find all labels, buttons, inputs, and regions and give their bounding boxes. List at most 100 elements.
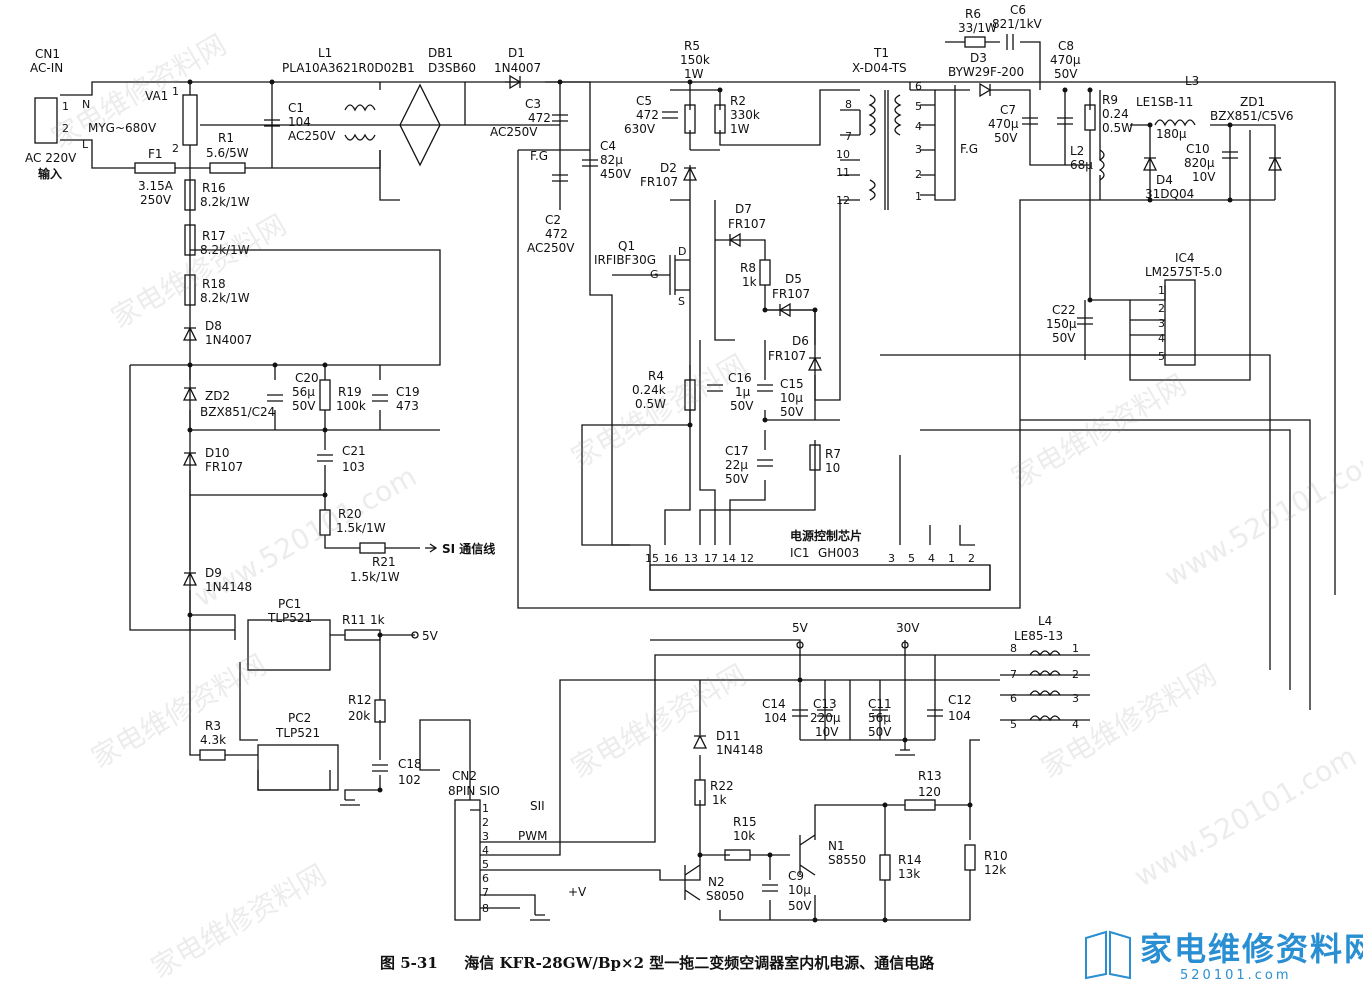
q1-source: S xyxy=(678,295,685,308)
r16-label: R16 xyxy=(202,181,226,195)
ic4-label: IC4 xyxy=(1175,251,1195,265)
r2-resistor xyxy=(714,104,726,134)
ac-input-label: AC 220V xyxy=(25,151,77,165)
pwm-label: PWM xyxy=(518,829,547,843)
r14-label: R14 xyxy=(898,853,922,867)
d11-label: D11 xyxy=(716,729,741,743)
ic1-pin1: 1 xyxy=(948,552,955,565)
n-label: N xyxy=(82,98,90,111)
ic1-pin13: 13 xyxy=(684,552,698,565)
ground-symbols xyxy=(340,749,915,921)
l2-inductor xyxy=(1098,149,1105,181)
c17-value: 22µ xyxy=(725,458,748,472)
c13-label: C13 xyxy=(813,697,837,711)
r20-resistor xyxy=(319,509,331,536)
l4-pin5: 5 xyxy=(1010,718,1017,731)
r7-label: R7 xyxy=(825,447,841,461)
t1-primary xyxy=(868,94,876,201)
t1-pin10: 10 xyxy=(836,148,850,161)
cn2-connector xyxy=(454,799,481,921)
l3-value: LE1SB-11 xyxy=(1136,95,1193,109)
c14-label: C14 xyxy=(762,697,786,711)
c21-capacitor xyxy=(317,454,333,462)
r4-resistor xyxy=(684,379,696,411)
r5-value2: 1W xyxy=(684,67,704,81)
cn2-pin7: 7 xyxy=(482,886,489,899)
v30-terminal xyxy=(901,641,909,649)
r19-resistor xyxy=(319,379,331,411)
l4-label: L4 xyxy=(1038,614,1052,628)
d3-diode xyxy=(979,82,992,98)
c22-value: 150µ xyxy=(1046,317,1077,331)
ic4-pin1: 1 xyxy=(1158,284,1165,297)
d5-diode xyxy=(778,302,791,318)
r20-label: R20 xyxy=(338,507,362,521)
t1-pin5: 5 xyxy=(915,100,922,113)
d5-value: FR107 xyxy=(772,287,810,301)
r8-value: 1k xyxy=(742,275,757,289)
l4-pin4: 4 xyxy=(1072,718,1079,731)
c18-value: 102 xyxy=(398,773,421,787)
n1-transistor xyxy=(799,834,816,876)
ic1-pin5: 5 xyxy=(908,552,915,565)
d10-label: D10 xyxy=(205,446,230,460)
c22-capacitor xyxy=(1077,317,1093,325)
d7-label: D7 xyxy=(735,202,752,216)
ic4-pin5: 5 xyxy=(1158,350,1165,363)
c3-value2: AC250V xyxy=(490,125,538,139)
r14-value: 13k xyxy=(898,867,920,881)
c17-capacitor xyxy=(757,459,773,467)
c14-value: 104 xyxy=(764,711,787,725)
t1-pin7: 7 xyxy=(845,130,852,143)
d9-diode xyxy=(182,571,198,586)
d8-label: D8 xyxy=(205,319,222,333)
t1-pin1: 1 xyxy=(915,190,922,203)
d3-value: BYW29F-200 xyxy=(948,65,1024,79)
q1-label: Q1 xyxy=(618,239,635,253)
d4-label: D4 xyxy=(1156,173,1173,187)
d5-label: D5 xyxy=(785,272,802,286)
zd2-zener xyxy=(182,386,198,401)
l-label: L xyxy=(82,138,89,151)
cn2-pin3: 3 xyxy=(482,830,489,843)
f1-value: 3.15A xyxy=(138,179,174,193)
r11-label: R11 xyxy=(342,613,366,627)
c21-value: 103 xyxy=(342,460,365,474)
c5-label: C5 xyxy=(636,94,652,108)
c5-capacitor xyxy=(662,111,678,119)
c4-capacitor xyxy=(582,159,598,167)
d4-value: 31DQ04 xyxy=(1145,187,1194,201)
l1-choke xyxy=(344,104,376,141)
c4-value2: 450V xyxy=(600,167,632,181)
d9-label: D9 xyxy=(205,566,222,580)
c14-capacitor xyxy=(792,709,808,717)
r6-value: 33/1W xyxy=(958,21,997,35)
c13-value: 220µ xyxy=(810,711,841,725)
r17-resistor xyxy=(184,224,196,256)
r21-value: 1.5k/1W xyxy=(350,570,400,584)
pc1-optocoupler xyxy=(247,619,331,671)
c7-value2: 50V xyxy=(994,131,1018,145)
c2-value: 472 xyxy=(545,227,568,241)
d10-value: FR107 xyxy=(205,460,243,474)
r16-value: 8.2k/1W xyxy=(200,195,250,209)
r17-label: R17 xyxy=(202,229,226,243)
q1-drain: D xyxy=(678,245,686,258)
d2-diode xyxy=(682,166,698,181)
ic1-pin14: 14 xyxy=(722,552,736,565)
c9-value2: 50V xyxy=(788,899,812,913)
c5-value: 472 xyxy=(636,108,659,122)
r10-label: R10 xyxy=(984,849,1008,863)
db1-label: DB1 xyxy=(428,46,453,60)
t1-pin12: 12 xyxy=(836,194,850,207)
cn2-pin4: 4 xyxy=(482,844,489,857)
c8-label: C8 xyxy=(1058,39,1074,53)
r1-value: 5.6/5W xyxy=(206,146,249,160)
ic1-pin4: 4 xyxy=(928,552,935,565)
ic1-pin3: 3 xyxy=(888,552,895,565)
d2-label: D2 xyxy=(660,161,677,175)
c20-value2: 50V xyxy=(292,399,316,413)
c1-value2: AC250V xyxy=(288,129,336,143)
t1-secondary xyxy=(894,94,902,136)
r21-label: R21 xyxy=(372,555,396,569)
